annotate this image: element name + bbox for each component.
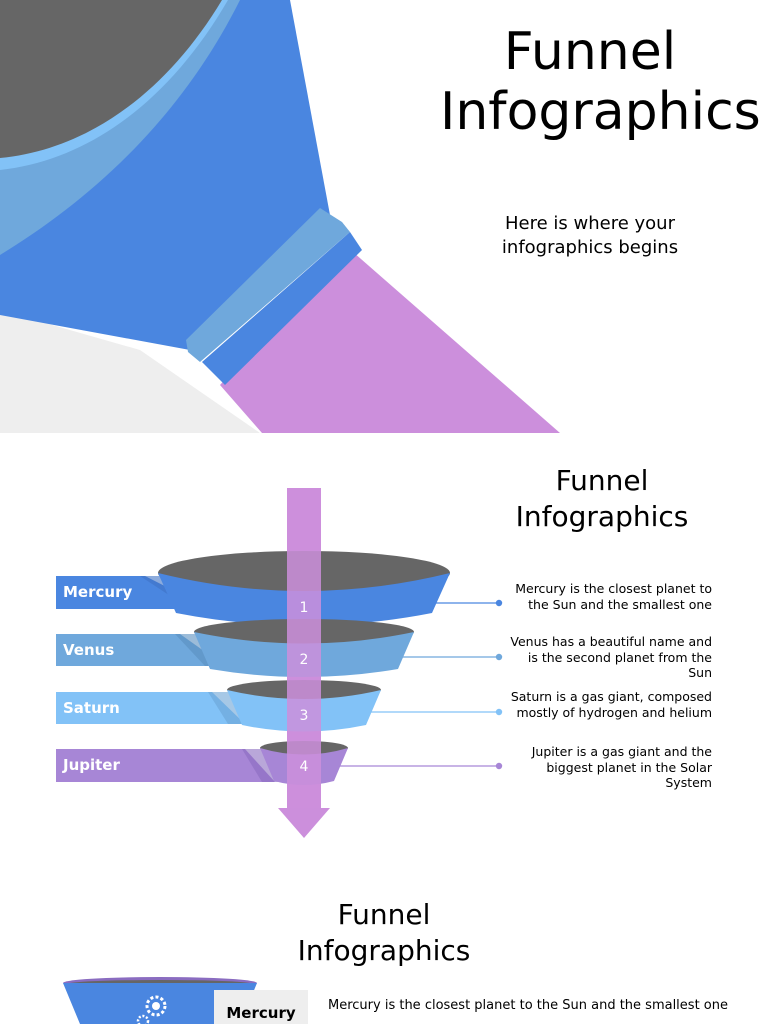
arrow-shaft-front bbox=[287, 488, 321, 808]
desc-mercury: Mercury is the closest planet to the Sun… bbox=[515, 581, 712, 612]
cover-subtitle: Here is where your infographics begins bbox=[501, 213, 679, 258]
funnel-opening bbox=[0, 0, 222, 158]
funnel-slide: Funnel Infographics bbox=[0, 433, 768, 863]
connector-dot-venus bbox=[495, 653, 503, 661]
label-jupiter: Jupiter bbox=[63, 756, 120, 774]
number-2: 2 bbox=[299, 652, 309, 668]
funnel-neck-base bbox=[202, 232, 362, 385]
down-arrow-icon bbox=[278, 808, 330, 838]
third-slide: Funnel Infographics Mercury Mercury is t… bbox=[0, 863, 768, 1024]
funnel-tier-illustration bbox=[63, 977, 257, 1024]
floor-shadow bbox=[0, 310, 260, 433]
cover-slide: Funnel Infographics Here is where your i… bbox=[0, 0, 768, 433]
connector-dot-saturn bbox=[495, 708, 503, 716]
third-slide-label: Mercury bbox=[214, 990, 308, 1024]
funnel-diagram bbox=[56, 488, 503, 838]
label-venus: Venus bbox=[63, 641, 115, 659]
number-1: 1 bbox=[299, 600, 309, 616]
number-3: 3 bbox=[299, 708, 309, 724]
funnel-illustration bbox=[0, 0, 560, 433]
label-saturn: Saturn bbox=[63, 699, 120, 717]
connector-dot-mercury bbox=[495, 599, 503, 607]
funnel-slide-title: Funnel Infographics bbox=[515, 464, 689, 533]
third-slide-description: Mercury is the closest planet to the Sun… bbox=[328, 998, 728, 1013]
desc-saturn: Saturn is a gas giant, composed mostly o… bbox=[510, 689, 712, 720]
desc-venus: Venus has a beautiful name and is the se… bbox=[510, 634, 712, 680]
tier-band bbox=[63, 983, 257, 1024]
funnel-neck-ring bbox=[186, 208, 350, 362]
cover-title: Funnel Infographics bbox=[440, 22, 761, 142]
number-4: 4 bbox=[299, 759, 309, 775]
connector-dot-jupiter bbox=[495, 762, 503, 770]
third-slide-title: Funnel Infographics bbox=[297, 898, 471, 967]
desc-jupiter: Jupiter is a gas giant and the biggest p… bbox=[531, 744, 712, 790]
gear-icon bbox=[136, 995, 167, 1024]
label-mercury: Mercury bbox=[63, 583, 133, 601]
ribbon-jupiter bbox=[56, 749, 275, 782]
ribbon-saturn bbox=[56, 692, 245, 724]
